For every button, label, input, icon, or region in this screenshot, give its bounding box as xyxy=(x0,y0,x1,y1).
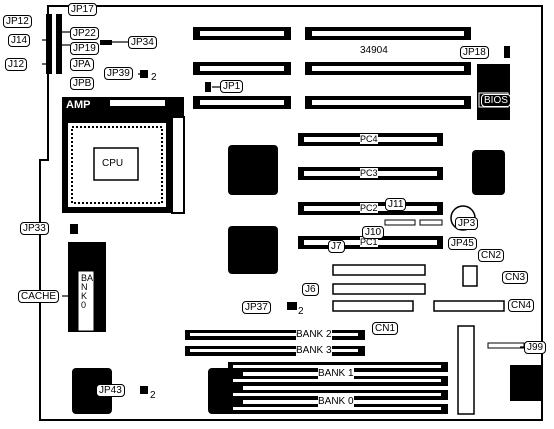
pci-slot-2: PC2 xyxy=(360,203,378,213)
bank-1-label: BANK 1 xyxy=(318,368,354,379)
part-number: 34904 xyxy=(360,45,388,56)
label-j11: J11 xyxy=(385,198,407,211)
pci-slot-1: PC1 xyxy=(360,237,378,247)
cache-bank-label: BANK 0 xyxy=(81,273,94,310)
label-cn2: CN2 xyxy=(478,249,505,262)
label-cn1: CN1 xyxy=(372,322,399,335)
bios-chip xyxy=(477,64,510,120)
bank-0-label: BANK 0 xyxy=(318,396,354,407)
label-cache: CACHE xyxy=(18,290,60,303)
label-jp18: JP18 xyxy=(460,46,489,59)
label-jp39: JP39 xyxy=(104,67,133,80)
isa-slots xyxy=(193,27,471,109)
label-j99: J99 xyxy=(524,341,547,354)
label-jp12: JP12 xyxy=(3,15,32,28)
label-j10: J10 xyxy=(362,226,385,239)
label-jp43: JP43 xyxy=(96,384,125,397)
label-jp19: JP19 xyxy=(70,42,99,55)
label-jp34: JP34 xyxy=(128,36,157,49)
bank-3-label: BANK 3 xyxy=(296,345,332,356)
amp-label: AMP xyxy=(66,99,91,111)
label-jpa: JPA xyxy=(70,58,94,71)
label-j7: J7 xyxy=(328,240,345,253)
cpu-label: CPU xyxy=(102,158,124,169)
bank-2-label: BANK 2 xyxy=(296,329,332,340)
label-cn4: CN4 xyxy=(508,299,535,312)
memory-banks xyxy=(185,330,448,414)
jp39-pin: 2 xyxy=(151,72,157,83)
cpu-socket xyxy=(62,97,185,214)
label-jp1: JP1 xyxy=(220,80,244,93)
label-jp3: JP3 xyxy=(455,217,479,230)
label-jp37: JP37 xyxy=(242,301,271,314)
label-jp17: JP17 xyxy=(68,3,97,16)
label-jp45: JP45 xyxy=(448,237,477,250)
label-j14: J14 xyxy=(8,34,31,47)
label-cn3: CN3 xyxy=(502,271,529,284)
bios-label: BIOS xyxy=(481,94,511,107)
label-j12: J12 xyxy=(5,58,28,71)
label-jp22: JP22 xyxy=(70,27,99,40)
pci-slot-3: PC3 xyxy=(360,168,378,178)
board-outline xyxy=(39,5,543,421)
leader-lines xyxy=(42,31,524,348)
label-jp33: JP33 xyxy=(20,222,49,235)
label-j6: J6 xyxy=(302,283,319,296)
pci-slot-4: PC4 xyxy=(360,134,378,144)
jp43-pin: 2 xyxy=(150,390,156,401)
jp37-pin: 2 xyxy=(298,306,304,317)
label-jpb: JPB xyxy=(70,77,95,90)
chipsets xyxy=(72,145,505,414)
